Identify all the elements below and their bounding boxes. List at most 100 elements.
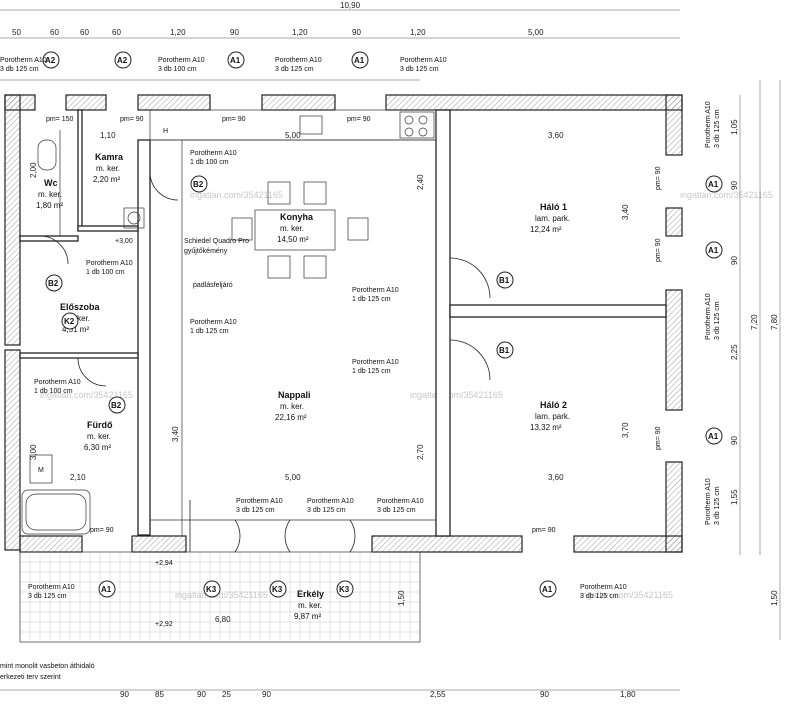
room-eloszoba-name: Előszoba	[60, 302, 101, 312]
svg-text:1 db 125 cm: 1 db 125 cm	[190, 328, 229, 335]
svg-text:1 db 125 cm: 1 db 125 cm	[352, 296, 391, 303]
svg-text:Porotherm A10: Porotherm A10	[307, 498, 354, 505]
marker-a1-right-1: A1	[705, 175, 723, 193]
watermark-6: ingatlan.com/35421165	[580, 590, 673, 600]
marker-a1-right-2: A1	[705, 241, 723, 259]
room-nappali-area: 22,16 m²	[275, 413, 307, 422]
marker-b2-1: B2	[190, 175, 208, 193]
room-halo2-name: Háló 2	[540, 400, 567, 410]
marker-a1-top-1: A1	[227, 51, 245, 69]
watermark-1: ingatlan.com/35421165	[190, 190, 283, 200]
svg-text:A1: A1	[101, 585, 112, 594]
svg-text:3,60: 3,60	[548, 131, 564, 140]
marker-b2-3: B2	[108, 396, 126, 414]
svg-text:Porotherm A10: Porotherm A10	[0, 57, 47, 64]
svg-text:Porotherm A10: Porotherm A10	[190, 319, 237, 326]
svg-text:1 db 125 cm: 1 db 125 cm	[352, 368, 391, 375]
svg-text:90: 90	[262, 690, 271, 699]
dim-top-1: 60	[50, 28, 59, 37]
marker-b2-2: B2	[45, 274, 63, 292]
room-labels: Kamra m. ker. 2,20 m² Wc m. ker. 1,80 m²…	[36, 152, 570, 621]
svg-text:A2: A2	[117, 56, 128, 65]
room-wc-name: Wc	[44, 178, 58, 188]
svg-text:5,00: 5,00	[285, 473, 301, 482]
room-halo1-floor: lam. park.	[535, 214, 570, 223]
dining-table	[231, 181, 369, 279]
svg-text:padlásfeljáró: padlásfeljáró	[193, 282, 233, 289]
dim-top-0: 50	[12, 28, 21, 37]
dim-top-5: 90	[230, 28, 239, 37]
dim-top-6: 1,20	[292, 28, 308, 37]
top-dimensions: 10,90 50 60 60 60 1,20 90 1,20 90 1,20 5…	[0, 1, 680, 81]
svg-text:A2: A2	[45, 56, 56, 65]
svg-text:pm= 150: pm= 150	[46, 116, 74, 123]
svg-text:B2: B2	[111, 401, 122, 410]
marker-b1-1: B1	[496, 271, 514, 289]
svg-text:A1: A1	[708, 432, 719, 441]
room-eloszoba-area: 4,51 m²	[62, 325, 89, 334]
svg-text:7,20: 7,20	[750, 314, 759, 330]
svg-text:3 db 125 cm: 3 db 125 cm	[714, 109, 721, 148]
watermark-2: ingatlan.com/35421165	[680, 190, 773, 200]
room-halo1-area: 12,24 m²	[530, 225, 562, 234]
svg-text:3,60: 3,60	[548, 473, 564, 482]
svg-text:90: 90	[540, 690, 549, 699]
svg-text:Porotherm A10: Porotherm A10	[275, 57, 322, 64]
room-halo2-floor: lam. park.	[535, 412, 570, 421]
svg-text:A1: A1	[230, 56, 241, 65]
svg-text:Schiedel Quadro Pro: Schiedel Quadro Pro	[184, 238, 249, 245]
room-kamra-floor: m. ker.	[96, 164, 120, 173]
svg-text:1 db 100 cm: 1 db 100 cm	[34, 388, 73, 395]
room-furdo-floor: m. ker.	[87, 432, 111, 441]
bottom-dimensions: 90 85 90 25 90 2,55 90 1,80	[0, 689, 680, 699]
marker-a2-1: A2	[42, 51, 60, 69]
svg-text:A1: A1	[708, 246, 719, 255]
svg-text:1,05: 1,05	[730, 119, 739, 135]
svg-text:A1: A1	[354, 56, 365, 65]
svg-text:1,50: 1,50	[770, 590, 779, 606]
svg-text:+2,92: +2,92	[155, 621, 173, 628]
room-konyha-name: Konyha	[280, 212, 314, 222]
svg-text:1 db 100 cm: 1 db 100 cm	[86, 269, 125, 276]
svg-text:1 db 100 cm: 1 db 100 cm	[190, 159, 229, 166]
room-konyha-area: 14,50 m²	[277, 235, 309, 244]
svg-text:1,50: 1,50	[397, 590, 406, 606]
svg-text:3,70: 3,70	[621, 422, 630, 438]
svg-text:Porotherm A10: Porotherm A10	[352, 287, 399, 294]
svg-text:3 db 125 cm: 3 db 125 cm	[580, 593, 619, 600]
room-konyha-floor: m. ker.	[280, 224, 304, 233]
marker-a1-bottom-1: A1	[98, 580, 116, 598]
svg-text:3 db 125 cm: 3 db 125 cm	[236, 507, 275, 514]
dim-top-7: 90	[352, 28, 361, 37]
marker-k3-3: K3	[336, 580, 354, 598]
svg-text:pm= 90: pm= 90	[655, 426, 662, 450]
svg-text:pm= 90: pm= 90	[222, 116, 246, 123]
svg-text:pm= 90: pm= 90	[655, 238, 662, 262]
svg-text:pm= 90: pm= 90	[90, 527, 114, 534]
room-kamra-name: Kamra	[95, 152, 124, 162]
svg-text:3,40: 3,40	[171, 426, 180, 442]
dim-top-2: 60	[80, 28, 89, 37]
watermarks: ingatlan.com/35421165 ingatlan.com/35421…	[40, 190, 773, 600]
right-dimensions: 1,05 90 90 90 1,55 7,20 7,80 2,25 1,50	[730, 80, 781, 640]
svg-text:erkezeti terv szerint: erkezeti terv szerint	[0, 674, 61, 681]
svg-text:pm= 90: pm= 90	[532, 527, 556, 534]
svg-text:B1: B1	[499, 346, 510, 355]
svg-text:2,00: 2,00	[29, 162, 38, 178]
svg-text:mint monolit vasbeton áthidaló: mint monolit vasbeton áthidaló	[0, 663, 95, 670]
marker-a1-top-2: A1	[351, 51, 369, 69]
room-wc-floor: m. ker.	[38, 190, 62, 199]
svg-text:K2: K2	[64, 317, 75, 326]
element-markers: A2 A2 A1 A1 A1 A1 A1 A1 A1 K3 K3 K3 K2 B…	[42, 51, 723, 598]
svg-text:Porotherm A10: Porotherm A10	[86, 260, 133, 267]
svg-text:Porotherm A10: Porotherm A10	[705, 101, 712, 148]
svg-text:2,25: 2,25	[730, 344, 739, 360]
svg-text:3 db 100 cm: 3 db 100 cm	[158, 66, 197, 73]
room-erkely-floor: m. ker.	[298, 601, 322, 610]
svg-text:90: 90	[730, 181, 739, 190]
svg-text:3 db 125 cm: 3 db 125 cm	[275, 66, 314, 73]
svg-text:+3,00: +3,00	[115, 238, 133, 245]
svg-text:3,00: 3,00	[29, 444, 38, 460]
svg-text:85: 85	[155, 690, 164, 699]
